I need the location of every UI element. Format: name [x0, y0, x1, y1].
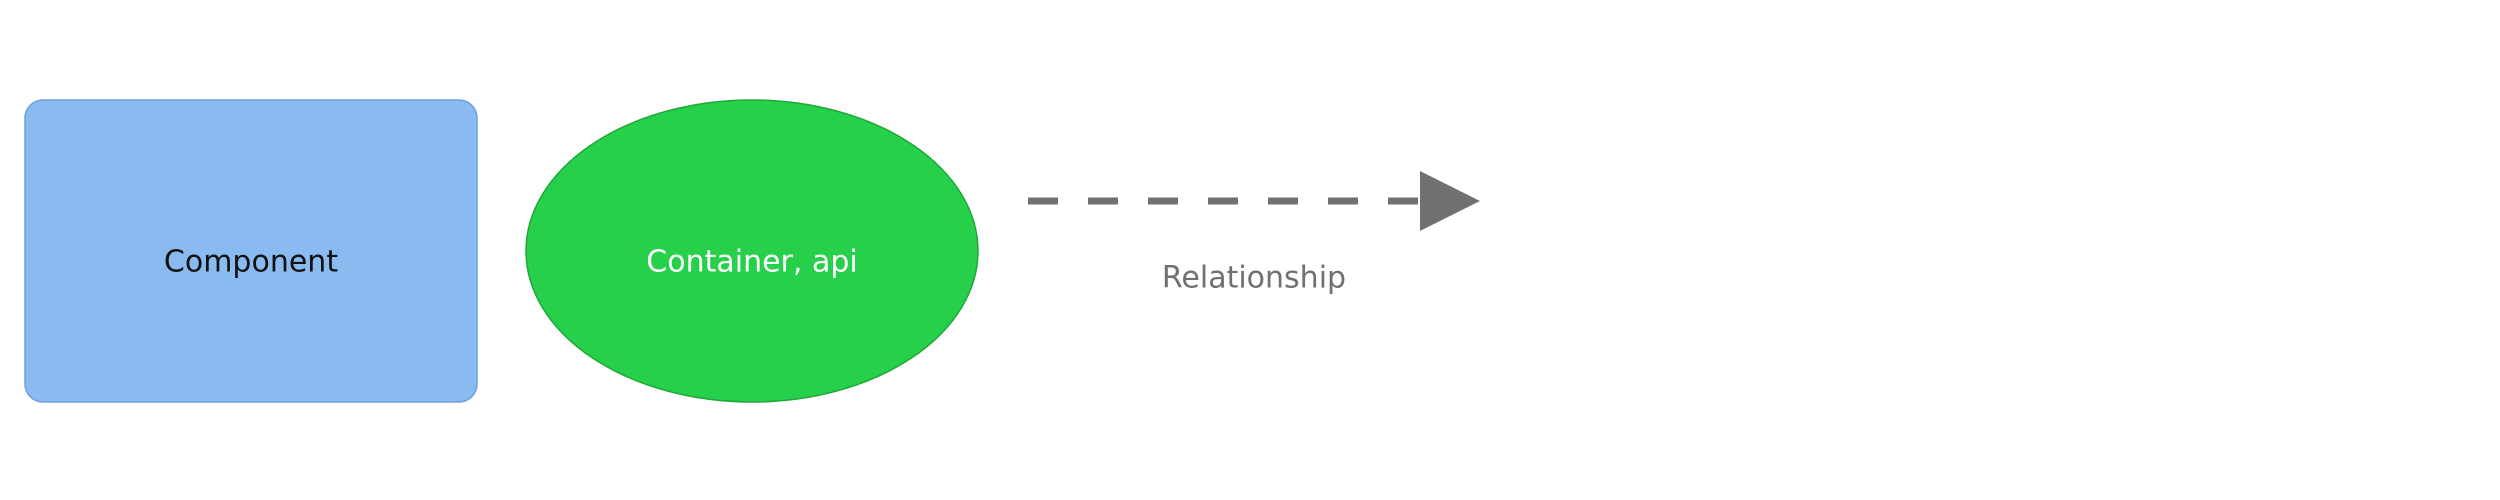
component-label: Component [164, 245, 338, 280]
container-api-shape [525, 99, 979, 403]
component-shape [24, 99, 478, 403]
relationship-edge[interactable]: Relationship [1028, 171, 1480, 296]
container-api-label: Container, api [646, 245, 857, 280]
component-node[interactable]: Component [24, 99, 478, 403]
relationship-label: Relationship [1162, 261, 1346, 296]
arrowhead-icon [1420, 171, 1480, 231]
container-api-node[interactable]: Container, api [525, 99, 979, 403]
